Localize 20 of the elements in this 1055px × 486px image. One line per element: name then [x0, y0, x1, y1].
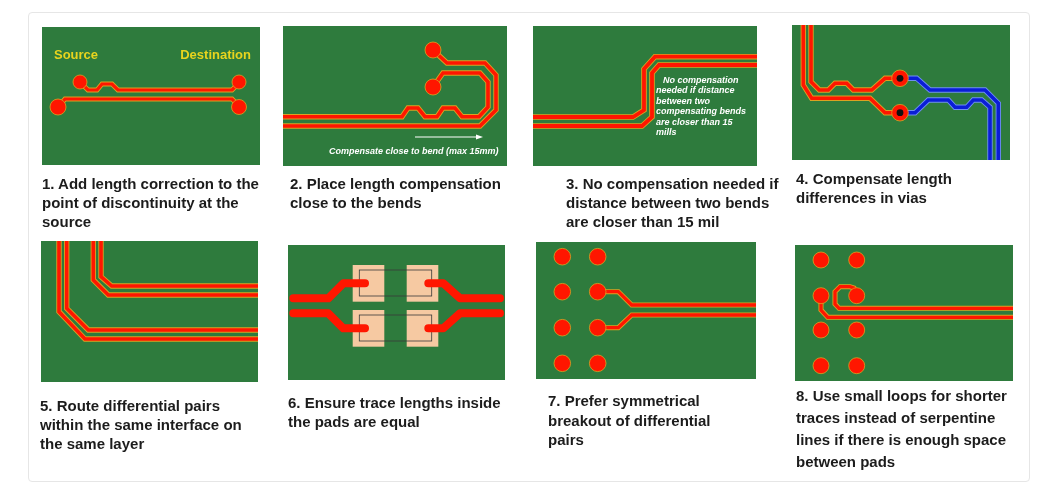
- board-label: Destination: [180, 47, 251, 63]
- annotation-text: No compensation needed if distance between two compensating bends are closer than 15 mills: [656, 74, 747, 139]
- caption-text: 6. Ensure trace lengths inside the pads are equal: [288, 392, 502, 431]
- circuit-board: [792, 25, 1010, 160]
- circuit-board: [533, 26, 757, 166]
- caption-text: 1. Add length correction to the point of discontinuity at the source: [42, 173, 260, 231]
- circuit-board: [795, 245, 1013, 381]
- caption-text: 2. Place length compensation close to the bends: [290, 173, 502, 212]
- caption-text: 4. Compensate length differences in vias: [796, 168, 953, 207]
- circuit-board: [41, 241, 258, 382]
- circuit-board: [42, 27, 260, 165]
- caption-text: 7. Prefer symmetrical breakout of differential pairs: [548, 391, 712, 450]
- caption-text: 8. Use small loops for shorter traces instead of serpentine lines if there is enough space between pads: [796, 386, 1008, 472]
- caption-text: 3. No compensation needed if distance between two bends are closer than 15 mil: [566, 173, 780, 231]
- caption-text: 5. Route differential pairs within the same interface on the same layer: [40, 395, 243, 453]
- annotation-text: Compensate close to bend (max 15mm): [329, 145, 499, 156]
- circuit-board: [536, 242, 756, 379]
- circuit-board: [283, 26, 507, 166]
- circuit-board: [288, 245, 505, 380]
- board-label: Source: [54, 47, 99, 63]
